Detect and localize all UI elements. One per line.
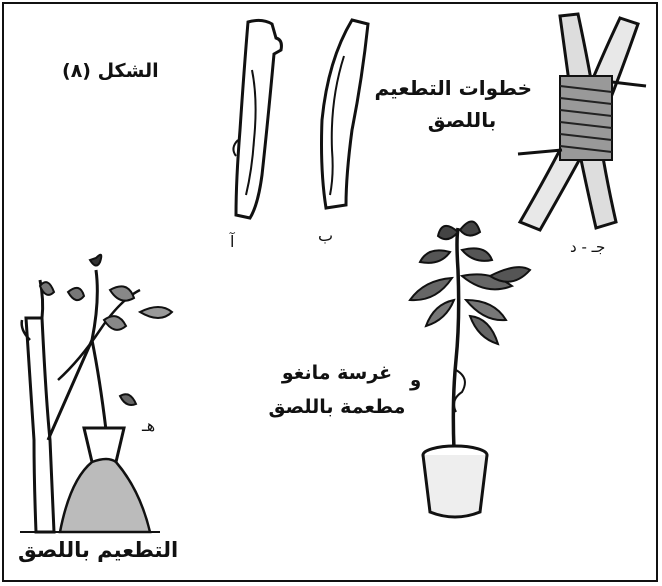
panel-cd-label: جـ - د: [570, 238, 605, 256]
figure-number: الشكل (٨): [62, 60, 159, 82]
stem-b: [322, 20, 369, 208]
panel-w-caption-line2: مطعمة باللصق: [262, 396, 412, 418]
stems-cd-tied: [518, 14, 646, 230]
panel-w-seedling: [410, 221, 530, 517]
figure-title-line2: باللصق: [392, 108, 532, 132]
panel-w-caption-line1: غرسة مانغو: [262, 362, 412, 384]
panel-h-tree: [20, 255, 172, 532]
bottom-caption: التطعيم باللصق: [18, 538, 178, 562]
stem-a: [233, 20, 281, 218]
panel-b-label: ب: [318, 226, 333, 245]
panel-h-label: هـ: [142, 416, 155, 435]
panel-a-label: آ: [230, 232, 234, 251]
figure-title-line1: خطوات التطعيم: [392, 76, 532, 100]
